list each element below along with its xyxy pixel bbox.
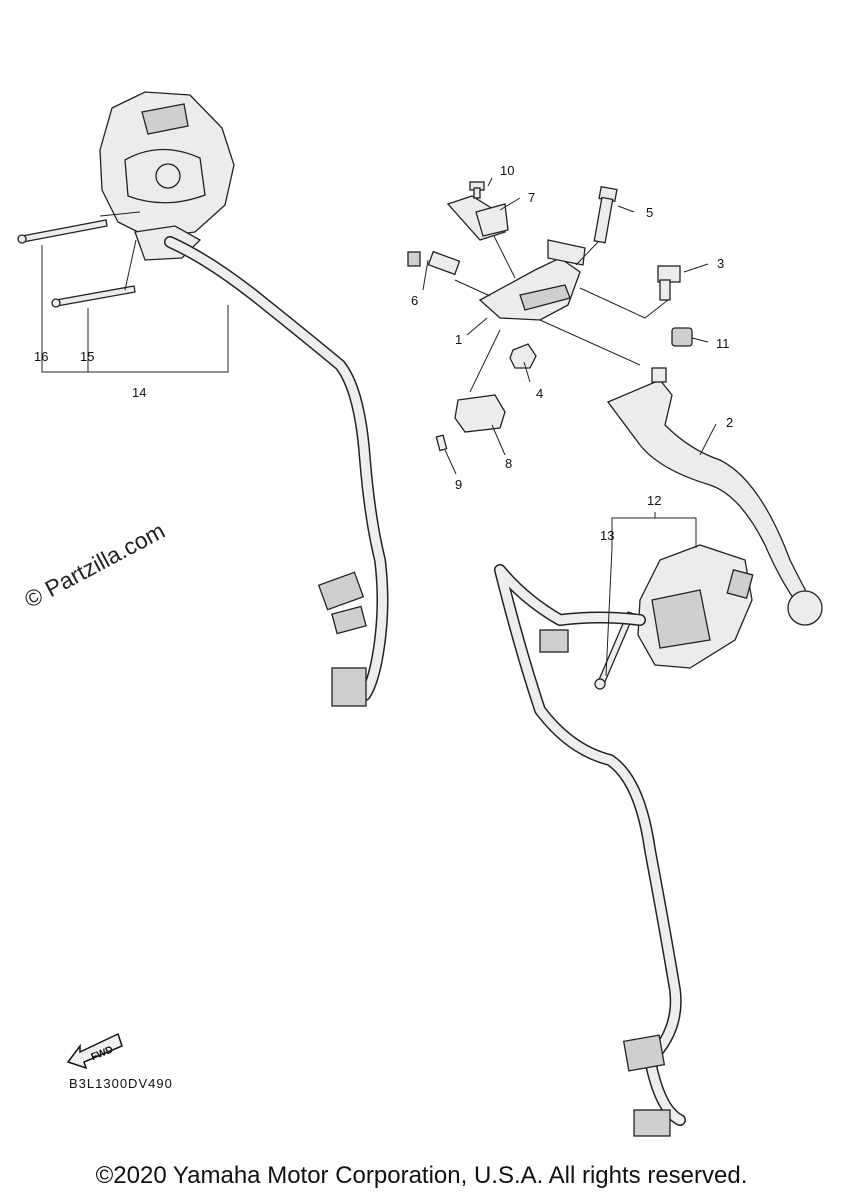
callout-8: 8 bbox=[505, 456, 512, 471]
callout-1: 1 bbox=[455, 332, 462, 347]
callout-3: 3 bbox=[717, 256, 724, 271]
pivot-bolt-3[interactable] bbox=[657, 265, 681, 301]
leader-lines bbox=[41, 177, 717, 677]
right-handlebar-switch[interactable] bbox=[637, 544, 754, 669]
callout-14: 14 bbox=[132, 385, 146, 400]
callout-9: 9 bbox=[455, 477, 462, 492]
screw-16[interactable] bbox=[17, 219, 108, 244]
screw-15[interactable] bbox=[51, 285, 136, 308]
screw-9[interactable] bbox=[435, 434, 448, 452]
callout-13: 13 bbox=[600, 528, 614, 543]
callout-16: 16 bbox=[34, 349, 48, 364]
callout-12: 12 bbox=[647, 493, 661, 508]
nut-4[interactable] bbox=[509, 343, 537, 369]
bolt-5[interactable] bbox=[593, 185, 618, 244]
holder-7[interactable] bbox=[446, 195, 509, 241]
callout-11: 11 bbox=[716, 336, 730, 351]
left-switch-cable bbox=[164, 236, 389, 701]
left-cable-connectors bbox=[317, 571, 367, 707]
callout-15: 15 bbox=[80, 349, 94, 364]
copyright-notice: ©2020 Yamaha Motor Corporation, U.S.A. A… bbox=[95, 1162, 748, 1189]
callout-7: 7 bbox=[528, 190, 535, 205]
lever-2[interactable] bbox=[606, 379, 823, 626]
screw-10[interactable] bbox=[469, 181, 485, 199]
callout-2: 2 bbox=[726, 415, 733, 430]
switch-8[interactable] bbox=[454, 394, 506, 433]
right-switch-cable bbox=[494, 564, 686, 1126]
callout-6: 6 bbox=[411, 293, 418, 308]
callout-4: 4 bbox=[536, 386, 543, 401]
callout-labels: 1 2 3 4 5 6 7 8 9 10 11 12 13 14 15 16 bbox=[34, 163, 733, 543]
left-handlebar-switch[interactable] bbox=[99, 91, 235, 261]
fwd-arrow-icon: FWD bbox=[66, 1032, 123, 1070]
switch-6[interactable] bbox=[407, 250, 461, 276]
callout-10: 10 bbox=[500, 163, 514, 178]
drawing-code: B3L1300DV490 bbox=[69, 1076, 173, 1091]
collar-11[interactable] bbox=[651, 327, 693, 383]
lever-bracket-1[interactable] bbox=[478, 239, 586, 321]
right-cable-connectors bbox=[539, 629, 671, 1137]
callout-5: 5 bbox=[646, 205, 653, 220]
